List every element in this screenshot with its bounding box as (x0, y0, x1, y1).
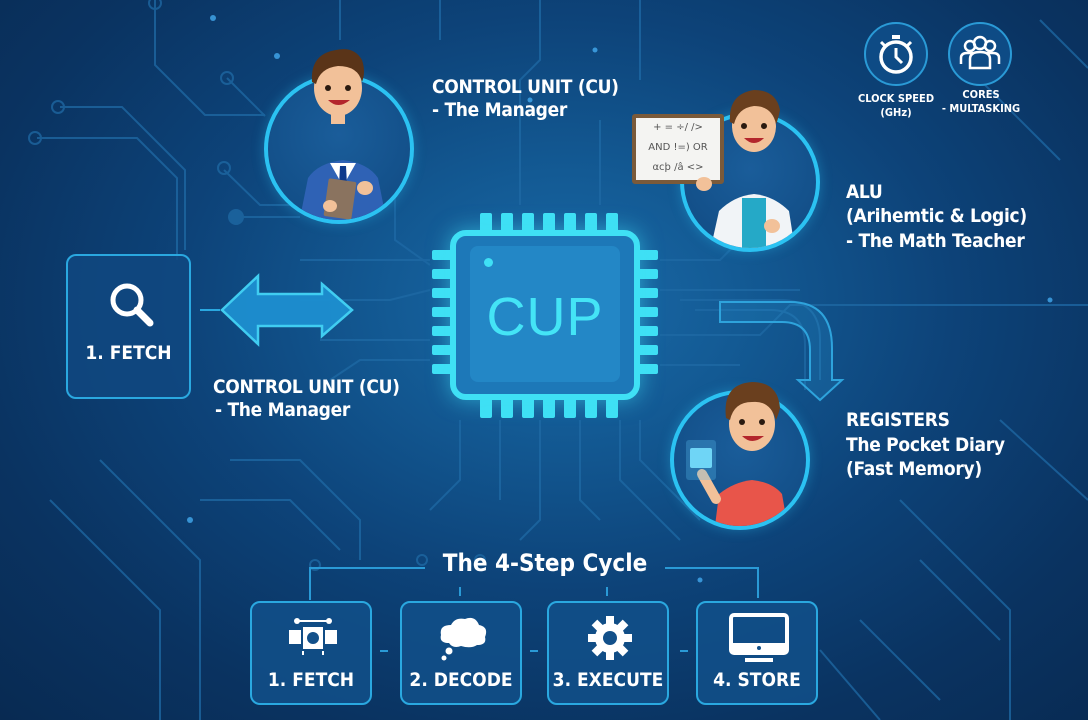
cores-label: CORES - MULTASKING (941, 88, 1021, 115)
fetch-panel-label: 1. FETCH (85, 342, 172, 364)
math-whiteboard: + = ÷/ /> AND !=) OR αcþ /â <> (632, 114, 724, 184)
teacher-character-icon (710, 194, 795, 248)
cycle-step-label: 4. STORE (713, 669, 801, 691)
magnifier-icon (110, 283, 154, 327)
gear-icon (588, 616, 632, 660)
teacher-head-icon (729, 90, 780, 152)
cycle-step-decode: 2. DECODE (400, 601, 522, 705)
student-head-icon (725, 382, 780, 451)
whiteboard-line-1: + = ÷/ /> (653, 122, 703, 133)
control-unit-left-label: CONTROL UNIT (CU) - The Manager (213, 376, 400, 421)
clock-speed-label: CLOCK SPEED (GHz) (857, 92, 935, 119)
people-icon (959, 35, 1001, 70)
step-connector (380, 650, 388, 652)
cpu-chip: CUP (430, 205, 660, 420)
cycle-step-execute: 3. EXECUTE (547, 601, 669, 705)
fetch-panel: 1. FETCH (66, 254, 191, 399)
cycle-title: The 4-Step Cycle (442, 549, 648, 577)
chip-orientation-dot (484, 258, 493, 267)
manager-character-icon (299, 160, 387, 220)
clock-speed-badge (864, 22, 928, 86)
cycle-step-store: 4. STORE (696, 601, 818, 705)
thought-cloud-icon (440, 617, 487, 661)
stopwatch-icon (879, 35, 913, 74)
fetch-transfer-icon (289, 618, 337, 655)
whiteboard-line-2: AND !=) OR (648, 142, 708, 153)
cycle-step-label: 3. EXECUTE (552, 669, 664, 691)
cores-badge (948, 22, 1012, 86)
teacher-hand-icon (696, 177, 712, 191)
cycle-step-label: 2. DECODE (409, 669, 513, 691)
registers-label: REGISTERS The Pocket Diary (Fast Memory) (846, 409, 1005, 481)
alu-label: ALU (Arihemtic & Logic) - The Math Teach… (846, 181, 1027, 252)
chip-label: CUP (486, 287, 604, 347)
whiteboard-line-3: αcþ /â <> (652, 162, 704, 173)
cycle-step-fetch: 1. FETCH (250, 601, 372, 705)
student-character-icon (686, 440, 788, 526)
double-arrow-icon (200, 273, 354, 347)
step-connector (680, 650, 688, 652)
control-unit-top-label: CONTROL UNIT (CU) - The Manager (432, 76, 619, 121)
manager-head-icon (311, 49, 364, 124)
monitor-icon (729, 613, 789, 662)
step-connector (530, 650, 538, 652)
cycle-step-label: 1. FETCH (267, 669, 355, 691)
